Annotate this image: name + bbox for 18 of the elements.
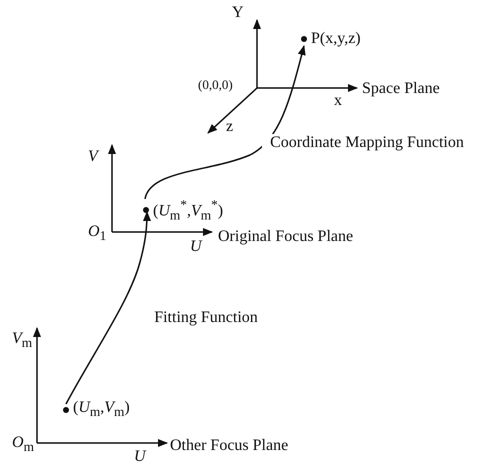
axis-label: U <box>190 238 202 256</box>
axis-label: x <box>334 92 342 110</box>
axis-label: Y <box>232 4 244 22</box>
plane-label: Original Focus Plane <box>218 228 354 246</box>
point-label: P(x,y,z) <box>311 30 361 48</box>
curved-arrow <box>65 211 151 404</box>
axis-label: U <box>134 448 146 462</box>
origin-label: O$_{m}$ <box>12 434 34 456</box>
axis-label: V <box>88 148 98 166</box>
origin-label: (0,0,0) <box>198 76 233 94</box>
axis-label: V$_{m}$ <box>12 330 32 352</box>
origin-label: O$_{1}$ <box>88 223 106 246</box>
plane-label: Space Plane <box>362 80 440 98</box>
point-label: (U$_{m}$,V$_{m}$) <box>73 399 130 422</box>
plane-label: Other Focus Plane <box>170 437 288 455</box>
axis-label: z <box>226 118 234 136</box>
point-label: (U$_{m}$$^{*}$,V$_{m}$$^{*}$) <box>153 196 224 225</box>
curved-arrow <box>144 45 306 200</box>
